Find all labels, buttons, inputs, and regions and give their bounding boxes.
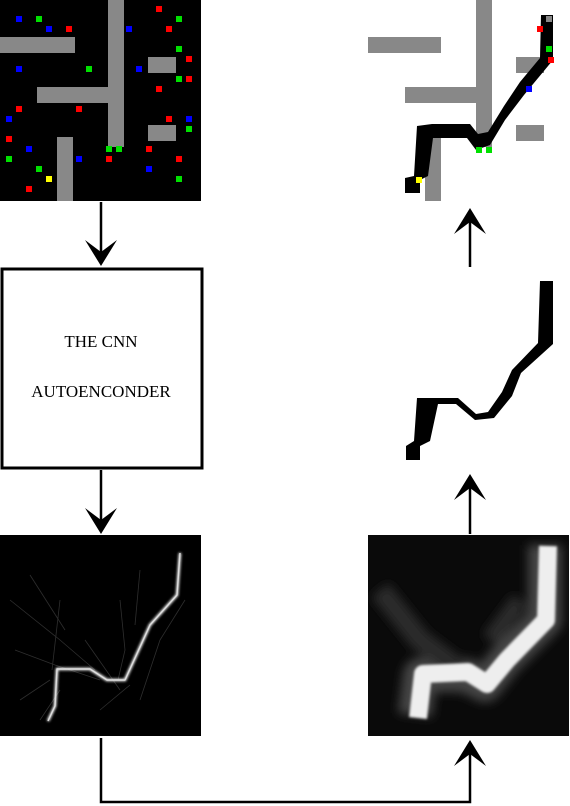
overlay-result bbox=[368, 0, 554, 201]
obstacle bbox=[148, 57, 176, 73]
dot-blue bbox=[186, 116, 192, 122]
dot-green bbox=[486, 147, 492, 153]
dot-yellow bbox=[46, 176, 52, 182]
dot-yellow bbox=[416, 177, 422, 183]
overlay-path-shape bbox=[405, 15, 553, 193]
dot-red bbox=[26, 186, 32, 192]
dot-red bbox=[156, 86, 162, 92]
obstacle bbox=[516, 125, 544, 141]
overlay-dots bbox=[416, 16, 554, 183]
dot-green bbox=[36, 16, 42, 22]
arrow-binary-to-overlay bbox=[454, 208, 486, 267]
overlay-obstacles bbox=[368, 0, 544, 201]
obstacle bbox=[0, 37, 75, 53]
dot-blue bbox=[16, 66, 22, 72]
dot-red bbox=[548, 57, 554, 63]
dot-blue bbox=[46, 26, 52, 32]
dot-red bbox=[166, 116, 172, 122]
dot-green bbox=[6, 156, 12, 162]
input-dots bbox=[6, 6, 192, 192]
input-map bbox=[0, 0, 201, 201]
binary-path bbox=[406, 281, 553, 460]
dot-gray bbox=[546, 16, 552, 22]
dot-blue bbox=[146, 166, 152, 172]
obstacle bbox=[57, 137, 73, 201]
dot-green bbox=[116, 146, 122, 152]
dot-green bbox=[176, 46, 182, 52]
autoencoder-frame bbox=[0, 267, 204, 470]
obstacle bbox=[108, 0, 124, 147]
dot-red bbox=[176, 156, 182, 162]
obstacles bbox=[0, 0, 176, 201]
dot-red bbox=[66, 26, 72, 32]
obstacle bbox=[476, 0, 492, 147]
dot-red bbox=[186, 76, 192, 82]
dot-green bbox=[86, 66, 92, 72]
dot-blue bbox=[126, 26, 132, 32]
dot-blue bbox=[526, 86, 532, 92]
dot-blue bbox=[26, 146, 32, 152]
autoencoder-box: THE CNN AUTOENCONDER bbox=[0, 267, 204, 470]
obstacle bbox=[37, 87, 124, 103]
dot-green bbox=[176, 16, 182, 22]
binary-path-shape bbox=[406, 281, 553, 460]
obstacle bbox=[148, 125, 176, 141]
dot-red bbox=[146, 146, 152, 152]
dot-red bbox=[537, 26, 543, 32]
dot-green bbox=[106, 146, 112, 152]
dot-red bbox=[6, 136, 12, 142]
dot-red bbox=[106, 156, 112, 162]
arrow-autoencoder-to-output bbox=[85, 470, 117, 534]
raw-output-background bbox=[0, 535, 201, 736]
obstacle bbox=[405, 87, 492, 103]
dot-blue bbox=[76, 156, 82, 162]
autoencoder-label-line2: AUTOENCONDER bbox=[31, 382, 171, 401]
dot-green bbox=[186, 126, 192, 132]
autoencoder-label-line1: THE CNN bbox=[64, 332, 137, 351]
dot-red bbox=[76, 106, 82, 112]
dot-green bbox=[176, 176, 182, 182]
dot-blue bbox=[16, 16, 22, 22]
dot-blue bbox=[6, 116, 12, 122]
arrow-raw-to-smoothed bbox=[99, 738, 486, 804]
dot-red bbox=[166, 26, 172, 32]
dot-red bbox=[186, 56, 192, 62]
arrow-smoothed-to-binary bbox=[454, 474, 486, 534]
dot-green bbox=[546, 46, 552, 52]
dot-red bbox=[156, 6, 162, 12]
obstacle bbox=[368, 37, 441, 53]
smoothed-output-path bbox=[409, 545, 557, 720]
smoothed-output-heatmap bbox=[368, 535, 569, 736]
arrow-map-to-autoencoder bbox=[85, 202, 117, 266]
dot-green bbox=[36, 166, 42, 172]
dot-green bbox=[476, 147, 482, 153]
raw-output-faint-traces bbox=[9, 569, 186, 721]
dot-blue bbox=[136, 66, 142, 72]
raw-output-heatmap bbox=[0, 535, 201, 736]
dot-red bbox=[16, 106, 22, 112]
dot-green bbox=[176, 76, 182, 82]
